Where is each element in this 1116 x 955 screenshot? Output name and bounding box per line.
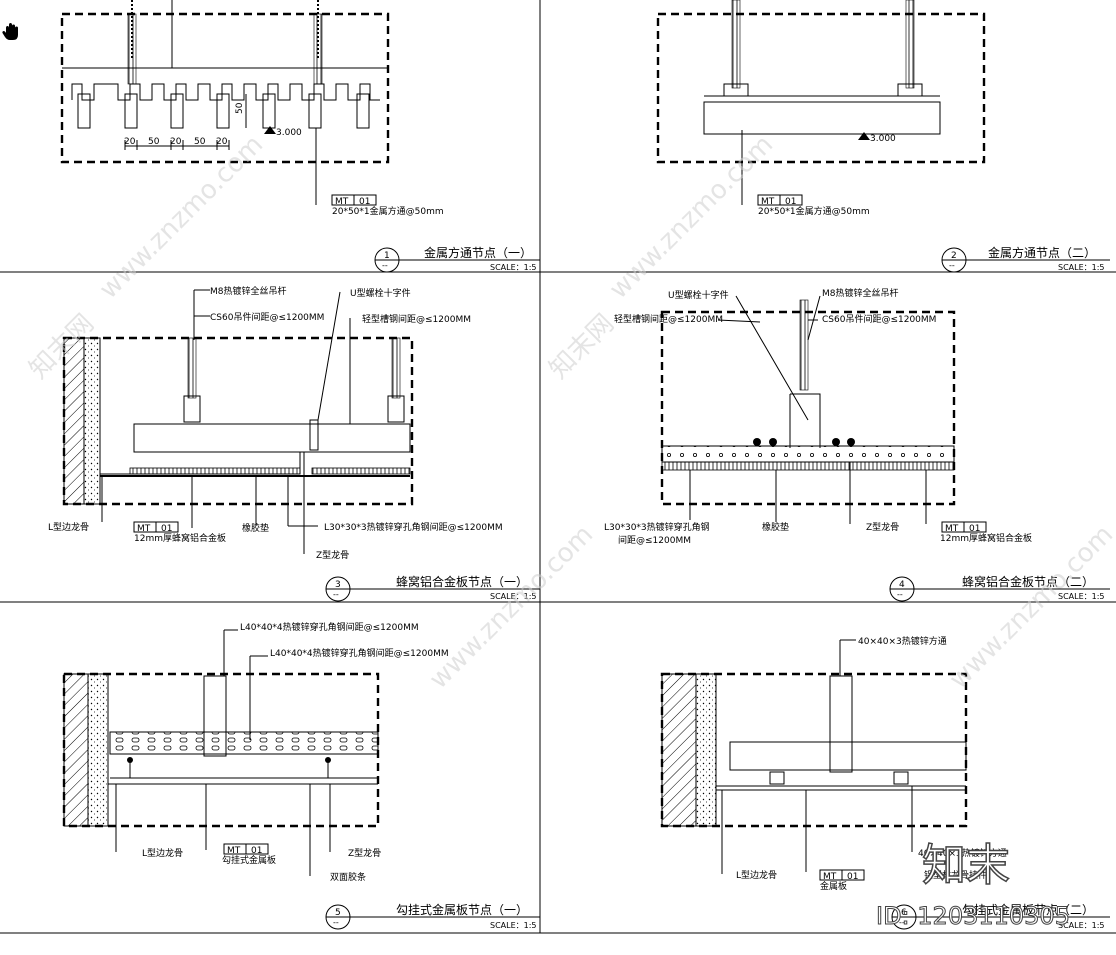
- detail-title: 勾挂式金属板节点（二）: [962, 902, 1094, 917]
- material-desc: 20*50*1金属方通@50mm: [332, 205, 444, 217]
- panel-1: 20 50 20 50 20 50 3.000 MT 01 20*50*1金属方…: [60, 0, 540, 273]
- mt-number: 01: [785, 197, 796, 207]
- dim-2: 50: [148, 137, 160, 147]
- label-hanger-spacing: CS60吊件间距@≤1200MM: [822, 313, 936, 325]
- panel-6: 40×40×3热镀锌方通 L型边龙骨 MT 01 金属板 40×40×3热镀锌方…: [660, 635, 1110, 930]
- label-rubber: 橡胶垫: [762, 521, 789, 533]
- detail-number: 1: [384, 251, 390, 261]
- label-panel: 12mm厚蜂窝铝合金板: [134, 532, 226, 544]
- label-hanger-piece: 铝型材龙骨挂件: [924, 869, 987, 881]
- detail-sub: --: [382, 261, 388, 270]
- detail-scale: SCALE：1:5: [1058, 592, 1105, 601]
- label-hanger-spacing: CS60吊件间距@≤1200MM: [210, 311, 324, 323]
- label-panel: 金属板: [820, 880, 847, 892]
- mt-number: 01: [161, 524, 172, 534]
- mt-number: 01: [251, 846, 262, 856]
- detail-title: 金属方通节点（二）: [988, 245, 1096, 260]
- watermark-site: www.znzmo.com: [604, 130, 779, 305]
- label-angle: L30*30*3热镀锌穿孔角钢: [604, 521, 710, 533]
- detail-scale: SCALE：1:5: [1058, 263, 1105, 272]
- label-angle-a: L40*40*4热镀锌穿孔角钢间距@≤1200MM: [240, 621, 419, 633]
- level-text: 3.000: [276, 128, 302, 138]
- detail-title: 勾挂式金属板节点（一）: [396, 902, 528, 917]
- dim-3: 20: [170, 137, 182, 147]
- dim-4: 50: [194, 137, 206, 147]
- mt-number: 01: [847, 872, 858, 882]
- label-u-bolt: U型螺栓十字件: [350, 287, 411, 299]
- detail-scale: SCALE：1:5: [490, 263, 537, 272]
- detail-title: 金属方通节点（一）: [424, 245, 532, 260]
- detail-scale: SCALE：1:5: [490, 921, 537, 930]
- label-square-tube: 40×40×3热镀锌方通: [858, 635, 947, 647]
- level-marker: [264, 126, 276, 134]
- label-angle-spacing: 间距@≤1200MM: [618, 534, 691, 546]
- label-square-tube-2: 40×40×3热镀锌方通: [918, 847, 1007, 859]
- detail-sub: --: [949, 261, 955, 270]
- detail-sub: --: [333, 590, 339, 599]
- mt-tag: MT: [823, 872, 837, 882]
- dim-5: 20: [216, 137, 228, 147]
- detail-scale: SCALE：1:5: [490, 592, 537, 601]
- detail-scale: SCALE：1:5: [1058, 921, 1105, 930]
- watermark-layer: www.znzmo.com www.znzmo.com www.znzmo.co…: [24, 130, 1116, 695]
- label-hanger: M8热镀锌全丝吊杆: [210, 285, 287, 297]
- mt-number: 01: [359, 197, 370, 207]
- mt-tag: MT: [761, 197, 775, 207]
- label-u-bolt: U型螺栓十字件: [668, 289, 729, 301]
- label-angle-b: L40*40*4热镀锌穿孔角钢间距@≤1200MM: [270, 647, 449, 659]
- label-hanger: M8热镀锌全丝吊杆: [822, 287, 899, 299]
- hand-icon[interactable]: [2, 23, 18, 40]
- sheet-grid: [0, 0, 1116, 934]
- label-channel: 轻型槽钢间距@≤1200MM: [614, 313, 723, 325]
- label-channel: 轻型槽钢间距@≤1200MM: [362, 313, 471, 325]
- detail-sub: --: [899, 918, 905, 927]
- label-l-edge: L型边龙骨: [142, 847, 183, 859]
- watermark-site: www.znzmo.com: [94, 130, 269, 305]
- watermark-logo: 知末网: [544, 309, 620, 385]
- panel-3: M8热镀锌全丝吊杆 CS60吊件间距@≤1200MM U型螺栓十字件 轻型槽钢间…: [48, 285, 540, 602]
- label-rubber: 橡胶垫: [242, 522, 269, 534]
- level-text: 3.000: [870, 134, 896, 144]
- brand-mark: 知末: [922, 840, 1010, 891]
- detail-number: 5: [335, 908, 341, 918]
- panel-5: L40*40*4热镀锌穿孔角钢间距@≤1200MM L40*40*4热镀锌穿孔角…: [62, 621, 540, 930]
- mt-tag: MT: [945, 524, 959, 534]
- dim-vertical: 50: [235, 102, 245, 114]
- label-angle: L30*30*3热镀锌穿孔角钢间距@≤1200MM: [324, 521, 503, 533]
- detail-title: 蜂窝铝合金板节点（二）: [962, 574, 1094, 589]
- detail-number: 3: [335, 580, 341, 590]
- mt-number: 01: [969, 524, 980, 534]
- label-z: Z型龙骨: [866, 521, 899, 533]
- material-desc: 20*50*1金属方通@50mm: [758, 205, 870, 217]
- metal-tube-row: [77, 93, 370, 129]
- label-tape: 双面胶条: [330, 871, 366, 883]
- mt-tag: MT: [335, 197, 349, 207]
- watermark-site: www.znzmo.com: [424, 520, 599, 695]
- dim-1: 20: [124, 137, 136, 147]
- detail-number: 2: [951, 251, 957, 261]
- detail-sub: --: [333, 918, 339, 927]
- label-l-edge: L型边龙骨: [48, 521, 89, 533]
- label-panel: 勾挂式金属板: [222, 854, 276, 866]
- label-z: Z型龙骨: [316, 549, 349, 561]
- label-l-edge: L型边龙骨: [736, 869, 777, 881]
- mt-tag: MT: [227, 846, 241, 856]
- detail-number: 4: [899, 580, 905, 590]
- detail-number: 6: [901, 908, 907, 918]
- id-label: ID: 1203110305: [876, 902, 1070, 930]
- panel-4: U型螺栓十字件 M8热镀锌全丝吊杆 轻型槽钢间距@≤1200MM CS60吊件间…: [604, 287, 1110, 602]
- detail-title: 蜂窝铝合金板节点（一）: [396, 574, 528, 589]
- panel-2: 3.000 MT 01 20*50*1金属方通@50mm 2 -- 金属方通节点…: [656, 0, 1110, 273]
- label-z: Z型龙骨: [348, 847, 381, 859]
- watermark-site: www.znzmo.com: [944, 520, 1116, 695]
- label-panel: 12mm厚蜂窝铝合金板: [940, 532, 1032, 544]
- level-marker: [858, 132, 870, 140]
- mt-tag: MT: [137, 524, 151, 534]
- detail-sub: --: [897, 590, 903, 599]
